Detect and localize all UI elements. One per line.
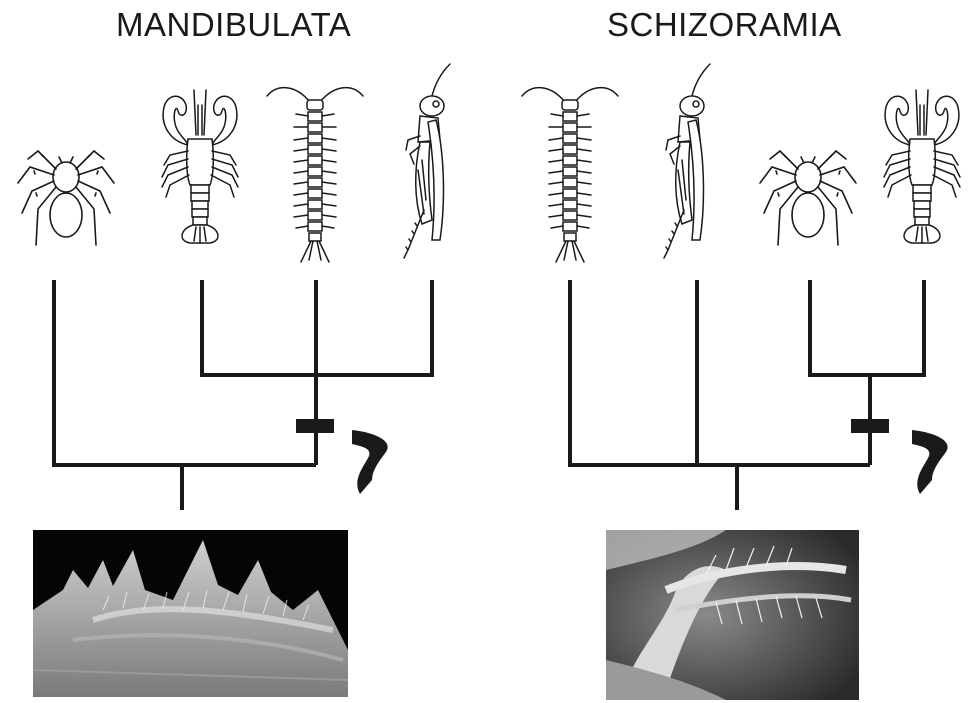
schizoramous-appendage-sem-photo xyxy=(606,530,859,700)
centipede-icon xyxy=(522,88,618,262)
spider-icon xyxy=(18,151,114,245)
curved-arrow-icon xyxy=(352,430,388,494)
schizoramia-cladogram xyxy=(570,280,924,510)
mandible-sem-photo xyxy=(33,530,348,697)
centipede-icon xyxy=(267,88,363,262)
grasshopper-icon xyxy=(404,64,450,258)
synapomorphy-bar xyxy=(296,419,334,433)
lobster-icon xyxy=(162,90,238,243)
curved-arrow-icon xyxy=(912,430,948,494)
grasshopper-icon xyxy=(664,64,710,258)
lobster-icon xyxy=(884,90,960,243)
mandibulata-cladogram xyxy=(54,280,432,510)
synapomorphy-bar xyxy=(851,419,889,433)
spider-icon xyxy=(760,151,856,245)
